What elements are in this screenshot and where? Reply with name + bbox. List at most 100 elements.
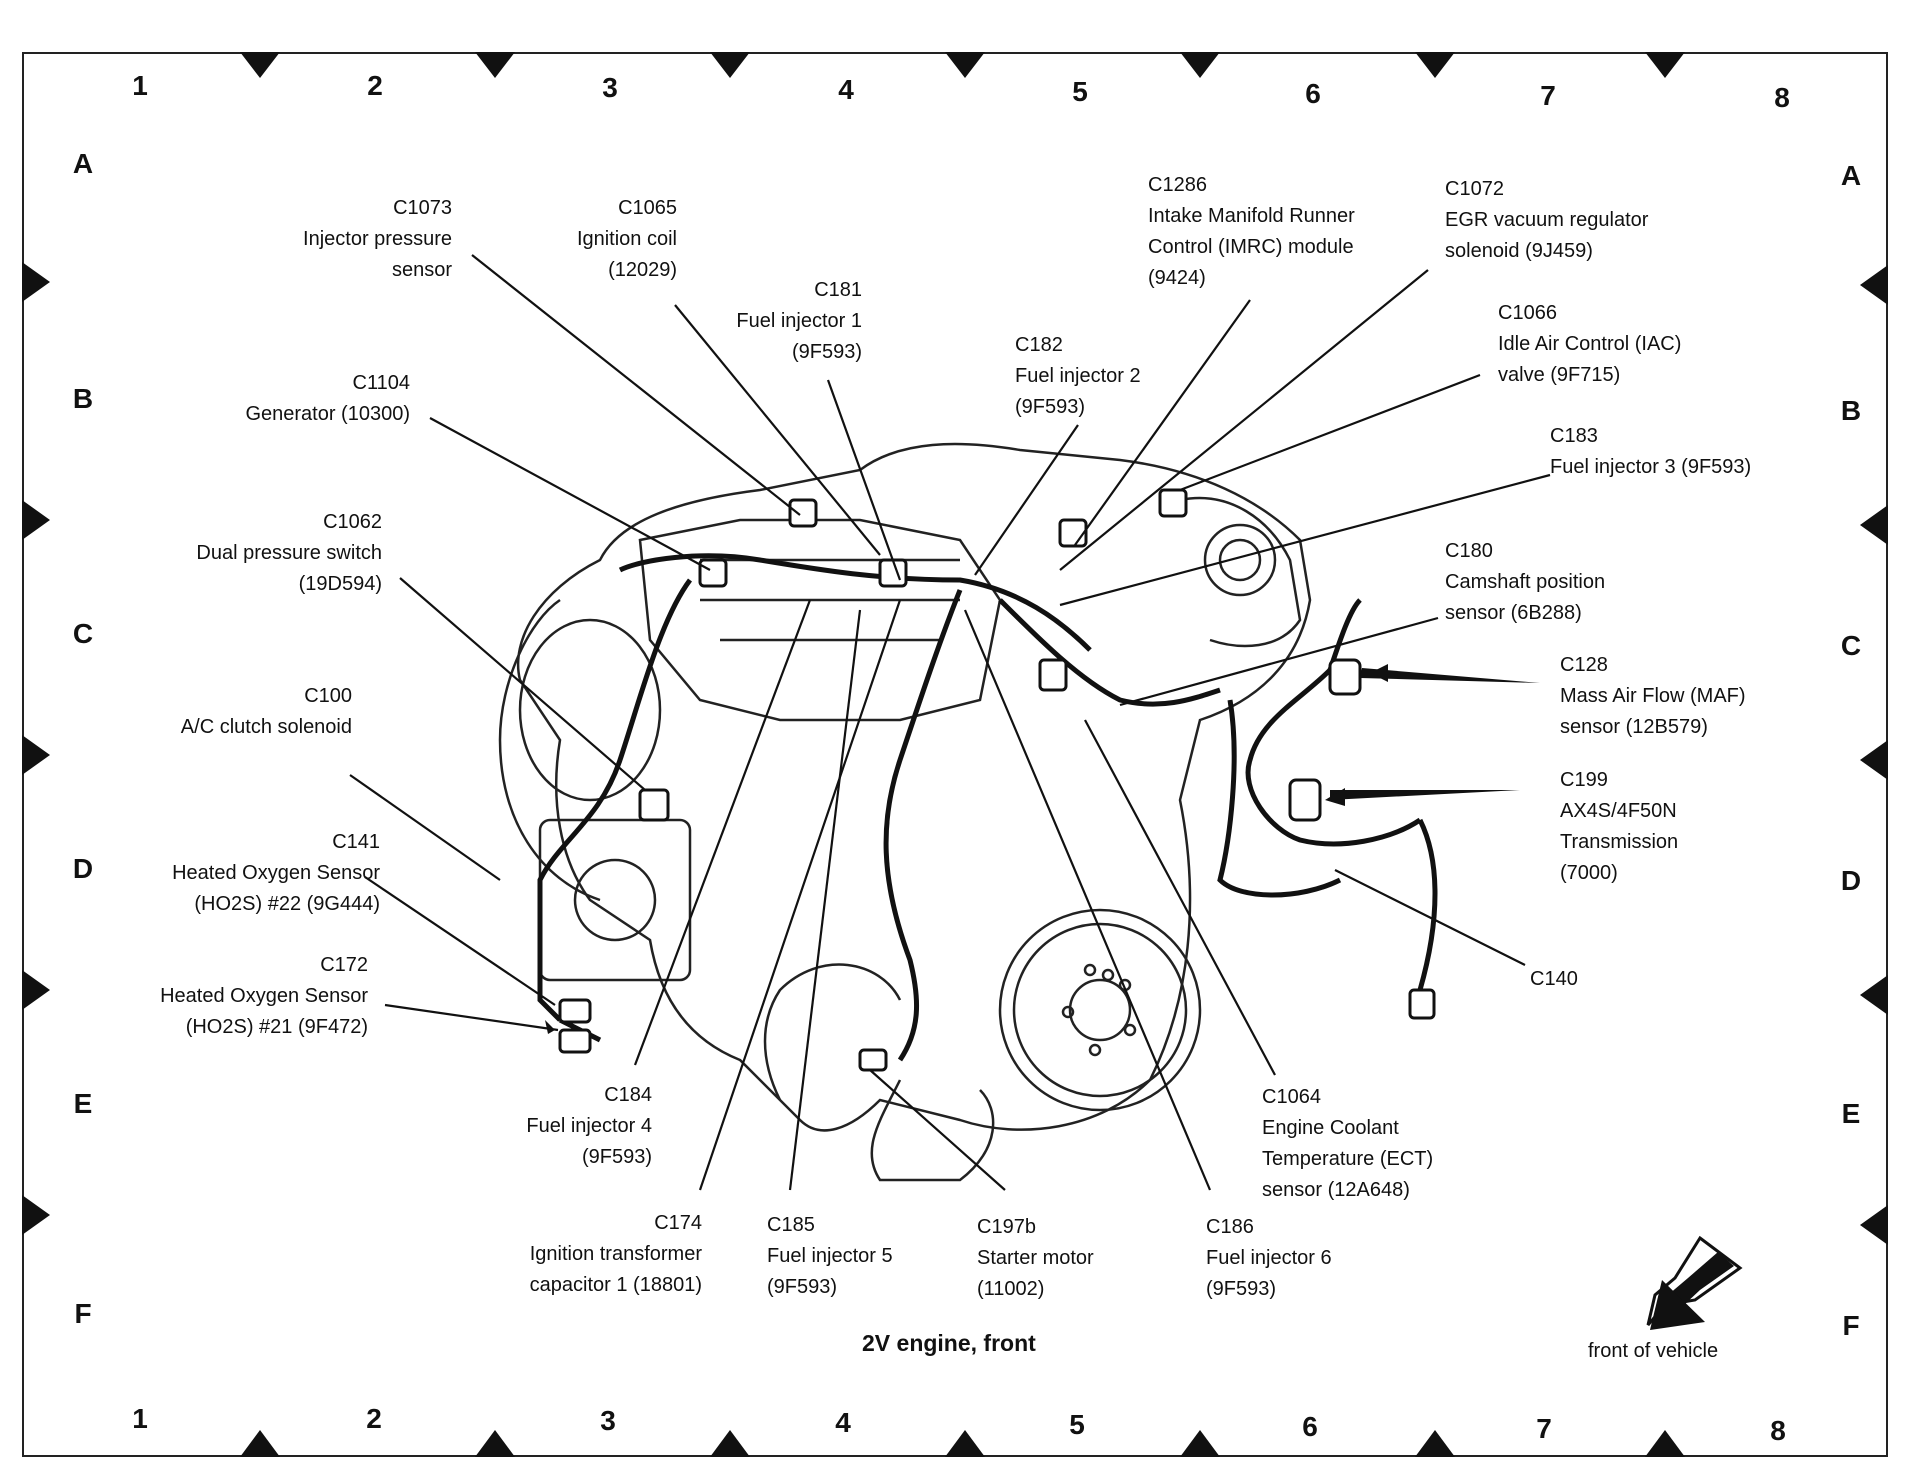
callout-c1073-line-1: C1073 [393,197,452,219]
grid-row-right-d: D [1840,865,1862,896]
callout-c1066-line-2: Idle Air Control (IAC) [1498,333,1682,355]
callout-c1286-line-3: Control (IMRC) module [1148,236,1354,258]
callout-c100-line-2: A/C clutch solenoid [180,716,352,738]
callout-c1072-line-1: C1072 [1445,178,1504,200]
callout-c184-line-3: (9F593) [581,1146,652,1168]
callout-c181-line-2: Fuel injector 1 [736,310,862,332]
callout-c172-line-3: (HO2S) #21 (9F472) [185,1016,368,1038]
callout-c1062-line-1: C1062 [323,511,382,533]
callout-c185: C185 Fuel injector 5 (9F593) [767,1210,893,1303]
callout-c172-line-1: C172 [320,954,368,976]
callout-c181-line-3: (9F593) [791,341,862,363]
callout-c141-line-1: C141 [332,831,380,853]
callout-c140: C140 [1530,964,1578,995]
callout-c199-line-1: C199 [1560,769,1608,791]
callout-c172: C172 Heated Oxygen Sensor (HO2S) #21 (9F… [160,950,368,1043]
connectors [558,488,1436,1072]
callout-c183: C183 Fuel injector 3 (9F593) [1550,421,1751,483]
callout-c128-line-1: C128 [1560,654,1608,676]
callout-c1286-line-1: C1286 [1148,174,1207,196]
callout-c183-line-1: C183 [1550,425,1598,447]
diagram-caption: 2V engine, front [862,1330,1036,1356]
callout-c182: C182 Fuel injector 2 (9F593) [1015,330,1141,423]
front-of-vehicle-label: front of vehicle [1588,1340,1719,1362]
grid-col-bottom-6: 6 [1302,1411,1318,1442]
callout-c1062: C1062 Dual pressure switch (19D594) [196,507,382,600]
grid-row-right-a: A [1840,160,1862,191]
grid-col-bottom-4: 4 [835,1407,851,1438]
callout-c181-line-1: C181 [814,279,862,301]
callout-c1104-line-2: Generator (10300) [245,403,410,425]
callout-c180: C180 Camshaft position sensor (6B288) [1445,536,1605,629]
callout-c199-line-3: Transmission [1560,831,1679,853]
grid-row-left-d: D [72,853,94,884]
callout-c1072-line-3: solenoid (9J459) [1445,240,1593,262]
callout-c174-line-1: C174 [654,1212,702,1234]
callout-c141-line-2: Heated Oxygen Sensor [172,862,380,884]
callout-c180-line-2: Camshaft position [1445,571,1606,593]
callout-c172-line-2: Heated Oxygen Sensor [160,985,368,1007]
callout-c185-line-2: Fuel injector 5 [767,1245,893,1267]
callout-c141-line-3: (HO2S) #22 (9G444) [194,893,380,915]
callout-c199-line-4: (7000) [1560,862,1618,884]
callout-c1104-line-1: C1104 [352,372,410,394]
callout-c128-line-2: Mass Air Flow (MAF) [1560,685,1746,707]
callout-c1064-line-3: Temperature (ECT) [1262,1148,1434,1170]
callout-c183-line-2: Fuel injector 3 (9F593) [1550,456,1752,478]
callout-c197b-line-1: C197b [977,1216,1036,1238]
callout-c1065-line-1: C1065 [618,197,677,219]
callout-c1062-line-2: Dual pressure switch [196,542,382,564]
callout-c100: C100 A/C clutch solenoid [181,681,352,743]
callout-c197b: C197b Starter motor (11002) [977,1212,1094,1305]
callout-c1062-line-3: (19D594) [298,573,382,595]
callout-c140-line-1: C140 [1530,968,1578,990]
grid-col-bottom-1: 1 [132,1403,148,1434]
grid-row-right-e: E [1841,1098,1861,1129]
grid-row-right-c: C [1840,630,1862,661]
callout-c1073-line-3: sensor [391,259,452,281]
callout-c182-line-2: Fuel injector 2 [1015,365,1141,387]
callout-c185-line-3: (9F593) [767,1276,838,1298]
grid-markers-top [240,52,1685,78]
grid-col-top-5: 5 [1072,76,1088,107]
grid-col-bottom-8: 8 [1770,1415,1786,1446]
grid-col-top-4: 4 [838,74,854,105]
callout-c1066-line-3: valve (9F715) [1498,364,1621,386]
callout-c1066: C1066 Idle Air Control (IAC) valve (9F71… [1498,298,1681,391]
callout-c1073: C1073 Injector pressure sensor [303,193,452,286]
grid-markers-left [22,262,50,1235]
grid-col-top-2: 2 [367,70,383,101]
callout-c186-line-1: C186 [1206,1216,1254,1238]
grid-row-left-a: A [72,148,94,179]
callout-c1286-line-4: (9424) [1148,267,1206,289]
callout-c184: C184 Fuel injector 4 (9F593) [526,1080,652,1173]
grid-markers-bottom [240,1430,1685,1457]
callout-c1065: C1065 Ignition coil (12029) [577,193,677,286]
grid-col-top-7: 7 [1540,80,1556,111]
grid-col-bottom-2: 2 [366,1403,382,1434]
callout-c1064: C1064 Engine Coolant Temperature (ECT) s… [1262,1082,1433,1206]
callout-c1286-line-2: Intake Manifold Runner [1148,205,1355,227]
callout-c1065-line-3: (12029) [608,259,677,281]
grid-col-bottom-5: 5 [1069,1409,1085,1440]
callout-c174-line-3: capacitor 1 (18801) [529,1274,702,1296]
grid-row-left-c: C [72,618,94,649]
callout-c182-line-1: C182 [1015,334,1063,356]
front-of-vehicle-arrow-icon [1646,1235,1743,1330]
callout-c128: C128 Mass Air Flow (MAF) sensor (12B579) [1560,650,1746,743]
callout-c1064-line-1: C1064 [1262,1086,1321,1108]
grid-row-left-e: E [73,1088,93,1119]
grid-row-left-f: F [74,1298,92,1329]
callout-c199-line-2: AX4S/4F50N [1560,800,1677,822]
callout-c197b-line-3: (11002) [977,1278,1045,1300]
callout-c199: C199 AX4S/4F50N Transmission (7000) [1560,765,1678,889]
grid-col-bottom-3: 3 [600,1405,616,1436]
callout-c1073-line-2: Injector pressure [303,228,452,250]
callout-c182-line-3: (9F593) [1015,396,1086,418]
callout-c186-line-2: Fuel injector 6 [1206,1247,1332,1269]
grid-row-right-f: F [1842,1310,1860,1341]
callout-c180-line-3: sensor (6B288) [1445,602,1582,624]
callout-c184-line-1: C184 [604,1084,652,1106]
grid-col-bottom-7: 7 [1536,1413,1552,1444]
